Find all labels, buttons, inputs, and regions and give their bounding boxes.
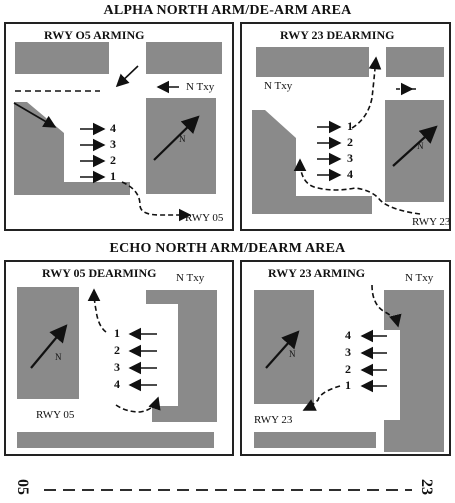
panel2-title: RWY 23 DEARMING — [280, 28, 395, 42]
panel3-slot: 2 — [114, 343, 120, 357]
panel1-north-label: N — [179, 134, 186, 144]
panel3-taxiway-label: N Txy — [176, 272, 205, 284]
panel4-slot: 3 — [345, 345, 351, 359]
panel1-title: RWY O5 ARMING — [44, 28, 145, 42]
panel2-slot: 4 — [347, 167, 353, 181]
panel1-runway-label: RWY 05 — [185, 212, 224, 224]
panel1-slot: 1 — [110, 169, 116, 183]
panel3-slot: 4 — [114, 377, 120, 391]
panel1-taxiway-label: N Txy — [186, 81, 215, 93]
panel4-slot: 2 — [345, 362, 351, 376]
panel2-pavement — [252, 47, 444, 214]
panel1-slot: 4 — [110, 121, 116, 135]
panel3-pavement — [17, 287, 217, 448]
panel2-paths — [293, 56, 438, 215]
panel2-slot: 2 — [347, 135, 353, 149]
panel2-slot: 3 — [347, 151, 353, 165]
runway-end-05: 05 — [14, 479, 31, 495]
panel3-north-label: N — [55, 352, 62, 362]
panel1-slot: 2 — [110, 153, 116, 167]
panel4-runway-label: RWY 23 — [254, 414, 293, 426]
panel2-taxiway-label: N Txy — [264, 80, 293, 92]
panel3-runway-label: RWY 05 — [36, 409, 75, 421]
panel3-title: RWY 05 DEARMING — [42, 266, 157, 280]
panel4-paths — [265, 284, 402, 411]
alpha-section-title: ALPHA NORTH ARM/DE-ARM AREA — [103, 3, 352, 18]
panel3-paths — [30, 288, 161, 413]
panel4-taxiway-label: N Txy — [405, 272, 434, 284]
panel4-slot: 4 — [345, 328, 351, 342]
panel3-slot: 1 — [114, 326, 120, 340]
panel4-title: RWY 23 ARMING — [268, 266, 366, 280]
panel1-slot: 3 — [110, 137, 116, 151]
panel4-slot: 1 — [345, 378, 351, 392]
runway-end-23: 23 — [418, 479, 435, 495]
panel1-paths — [13, 65, 200, 222]
panel2-runway-label: RWY 23 — [412, 216, 451, 228]
panel2-north-label: N — [417, 141, 424, 151]
panel2-slot: 1 — [347, 119, 353, 133]
panel1-pavement — [14, 42, 222, 195]
panel3-slot: 3 — [114, 360, 120, 374]
panel4-north-label: N — [289, 349, 296, 359]
echo-section-title: ECHO NORTH ARM/DEARM AREA — [109, 241, 346, 256]
